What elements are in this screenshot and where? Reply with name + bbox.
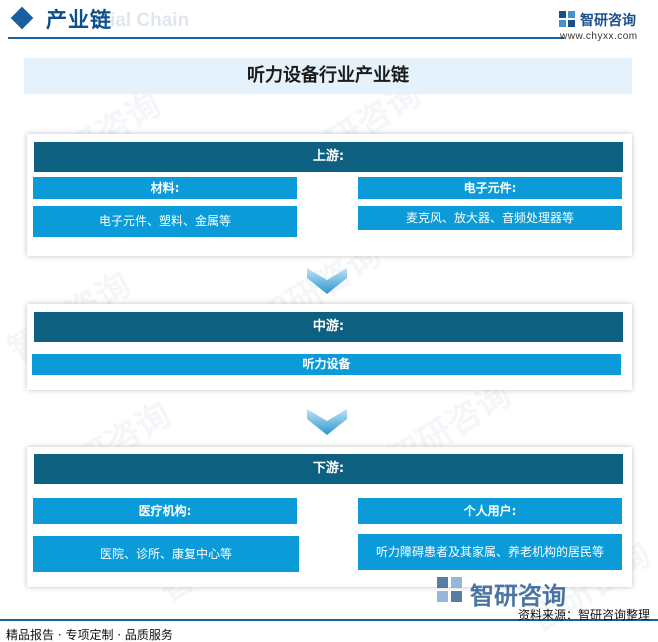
downstream-label: 下游: <box>34 454 623 484</box>
header-watermark: ial Chain <box>110 10 190 31</box>
brand-logo-icon <box>559 11 575 27</box>
downstream-left-title: 医疗机构: <box>33 498 297 524</box>
upstream-panel: 上游: 材料: 电子元件、塑料、金属等 电子元件: 麦克风、放大器、音频处理器等 <box>27 134 632 256</box>
footer-brand: 智研咨询 <box>470 582 566 610</box>
footer-slogan: 精品报告 · 专项定制 · 品质服务 <box>6 628 173 642</box>
diagram-title: 听力设备行业产业链 <box>24 58 632 94</box>
header-divider <box>8 37 564 39</box>
down-arrow-icon <box>307 409 347 435</box>
brand-name: 智研咨询 <box>580 13 636 29</box>
upstream-right-title: 电子元件: <box>358 177 622 199</box>
page-title: 产业链 <box>46 8 112 32</box>
downstream-left-body: 医院、诊所、康复中心等 <box>33 536 299 572</box>
midstream-label: 中游: <box>34 312 623 342</box>
downstream-panel: 下游: 医疗机构: 医院、诊所、康复中心等 个人用户: 听力障碍患者及其家属、养… <box>27 447 632 587</box>
footer-divider <box>0 619 658 621</box>
midstream-body: 听力设备 <box>32 354 621 375</box>
upstream-right-body: 麦克风、放大器、音频处理器等 <box>358 206 622 230</box>
upstream-label: 上游: <box>34 142 623 172</box>
footer-source: 资料来源：智研咨询整理 <box>517 608 650 622</box>
brand: 智研咨询 www.chyxx.com <box>558 8 650 42</box>
page-footer: 精品报告 · 专项定制 · 品质服务 资料来源：智研咨询整理 <box>0 606 658 642</box>
down-arrow-icon <box>307 268 347 294</box>
midstream-panel: 中游: 听力设备 <box>27 304 632 390</box>
downstream-right-title: 个人用户: <box>358 498 622 524</box>
footer-logo-icon <box>437 577 462 602</box>
upstream-left-body: 电子元件、塑料、金属等 <box>33 206 297 237</box>
brand-url: www.chyxx.com <box>560 31 638 42</box>
upstream-left-title: 材料: <box>33 177 297 199</box>
diamond-icon <box>10 6 34 30</box>
page-header: 产业链 ial Chain 智研咨询 www.chyxx.com <box>0 0 658 42</box>
downstream-right-body: 听力障碍患者及其家属、养老机构的居民等 <box>358 534 622 570</box>
